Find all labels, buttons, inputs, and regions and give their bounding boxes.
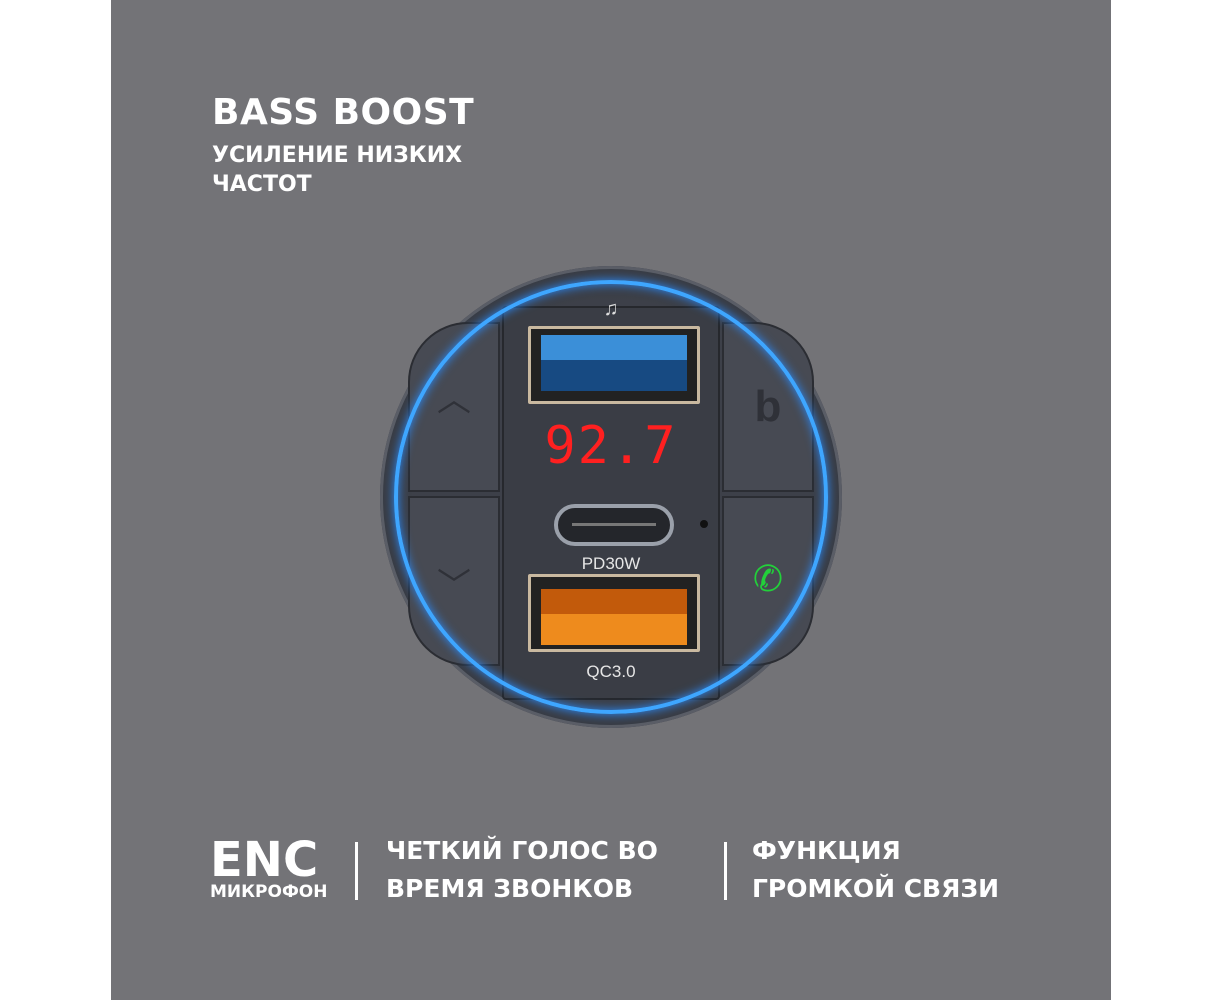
enc-title: ENC: [210, 832, 319, 888]
enc-subtitle: МИКРОФОН: [210, 882, 328, 902]
headline-subtitle: УСИЛЕНИЕ НИЗКИХ ЧАСТОТ: [212, 143, 463, 197]
divider: [724, 842, 727, 900]
headline-title: BASS BOOST: [212, 92, 475, 133]
divider: [355, 842, 358, 900]
car-charger-device: ︿ ﹀ b ✆ ♫ 92.7 PD30W QC3.0: [380, 266, 842, 728]
feature-speaker: ФУНКЦИЯ ГРОМКОЙ СВЯЗИ: [752, 836, 1000, 903]
blue-led-ring: [394, 280, 828, 714]
feature-voice: ЧЕТКИЙ ГОЛОС ВО ВРЕМЯ ЗВОНКОВ: [386, 836, 658, 903]
